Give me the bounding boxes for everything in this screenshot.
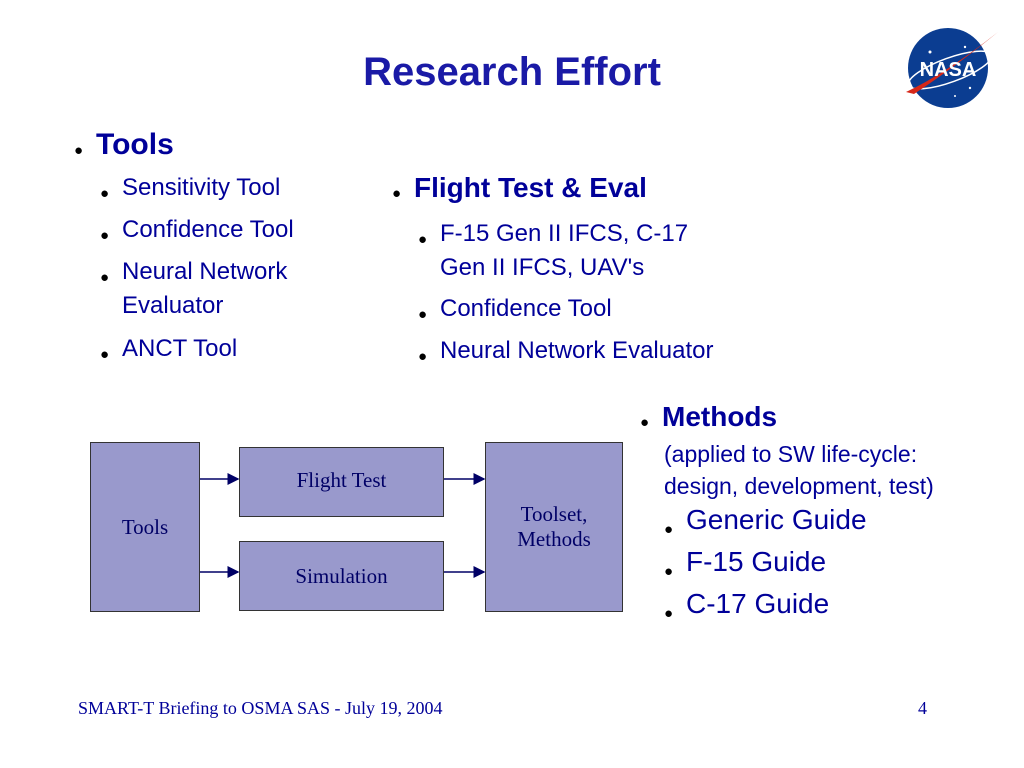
- flight-item-text: Confidence Tool: [440, 295, 612, 322]
- bullet-icon: ●: [418, 348, 428, 365]
- list-item: ● Sensitivity Tool: [100, 171, 280, 211]
- diagram-flight-test-box: Flight Test: [239, 447, 444, 517]
- diagram-tools-box: Tools: [90, 442, 200, 612]
- nasa-logo-icon: NASA: [906, 28, 998, 108]
- list-item: ● Neural Network Evaluator: [418, 334, 713, 374]
- list-item: ● Neural Network Evaluator: [100, 255, 287, 323]
- list-item: ● ANCT Tool: [100, 332, 237, 372]
- bullet-icon: ●: [100, 227, 110, 244]
- flight-item-text: Neural Network Evaluator: [440, 337, 714, 364]
- methods-item-text: F-15 Guide: [686, 546, 827, 577]
- bullet-icon: ●: [100, 346, 110, 363]
- diagram-toolset-methods-box: Toolset, Methods: [485, 442, 623, 612]
- list-item: ● Confidence Tool: [100, 213, 294, 253]
- bullet-icon: ●: [392, 185, 402, 202]
- page-number: 4: [918, 698, 927, 718]
- tools-item-text: Confidence Tool: [122, 216, 294, 243]
- bullet-icon: ●: [664, 521, 674, 538]
- bullet-icon: ●: [100, 269, 110, 286]
- footer-text: SMART-T Briefing to OSMA SAS - July 19, …: [78, 698, 443, 718]
- methods-item-text: Generic Guide: [686, 504, 867, 535]
- bullet-icon: ●: [640, 414, 650, 431]
- list-item: ● Generic Guide: [664, 501, 867, 549]
- bullet-icon: ●: [100, 185, 110, 202]
- methods-note: (applied to SW life-cycle: design, devel…: [664, 441, 934, 499]
- flight-heading: Flight Test & Eval: [414, 172, 647, 203]
- bullet-icon: ●: [418, 231, 428, 248]
- slide-title: Research Effort: [363, 50, 661, 94]
- tools-heading: Tools: [96, 128, 174, 161]
- flight-item-text: F-15 Gen II IFCS, C-17 Gen II IFCS, UAV'…: [440, 220, 689, 281]
- tools-item-text: Neural Network Evaluator: [122, 258, 288, 319]
- diagram-simulation-box: Simulation: [239, 541, 444, 611]
- methods-heading-row: ● Methods: [640, 400, 777, 440]
- list-item: ● Confidence Tool: [418, 292, 612, 332]
- tools-heading-row: ● Tools: [74, 128, 174, 168]
- list-item: ● F-15 Guide: [664, 543, 826, 591]
- flight-heading-row: ● Flight Test & Eval: [392, 171, 647, 211]
- list-item: ● C-17 Guide: [664, 585, 829, 633]
- tools-item-text: Sensitivity Tool: [122, 174, 281, 201]
- tools-item-text: ANCT Tool: [122, 335, 238, 362]
- nasa-logo-text: NASA: [920, 59, 977, 81]
- bullet-icon: ●: [664, 605, 674, 622]
- bullet-icon: ●: [418, 306, 428, 323]
- bullet-icon: ●: [74, 142, 84, 159]
- methods-heading: Methods: [662, 401, 778, 432]
- list-item: ● F-15 Gen II IFCS, C-17 Gen II IFCS, UA…: [418, 217, 688, 285]
- methods-item-text: C-17 Guide: [686, 588, 830, 619]
- bullet-icon: ●: [664, 563, 674, 580]
